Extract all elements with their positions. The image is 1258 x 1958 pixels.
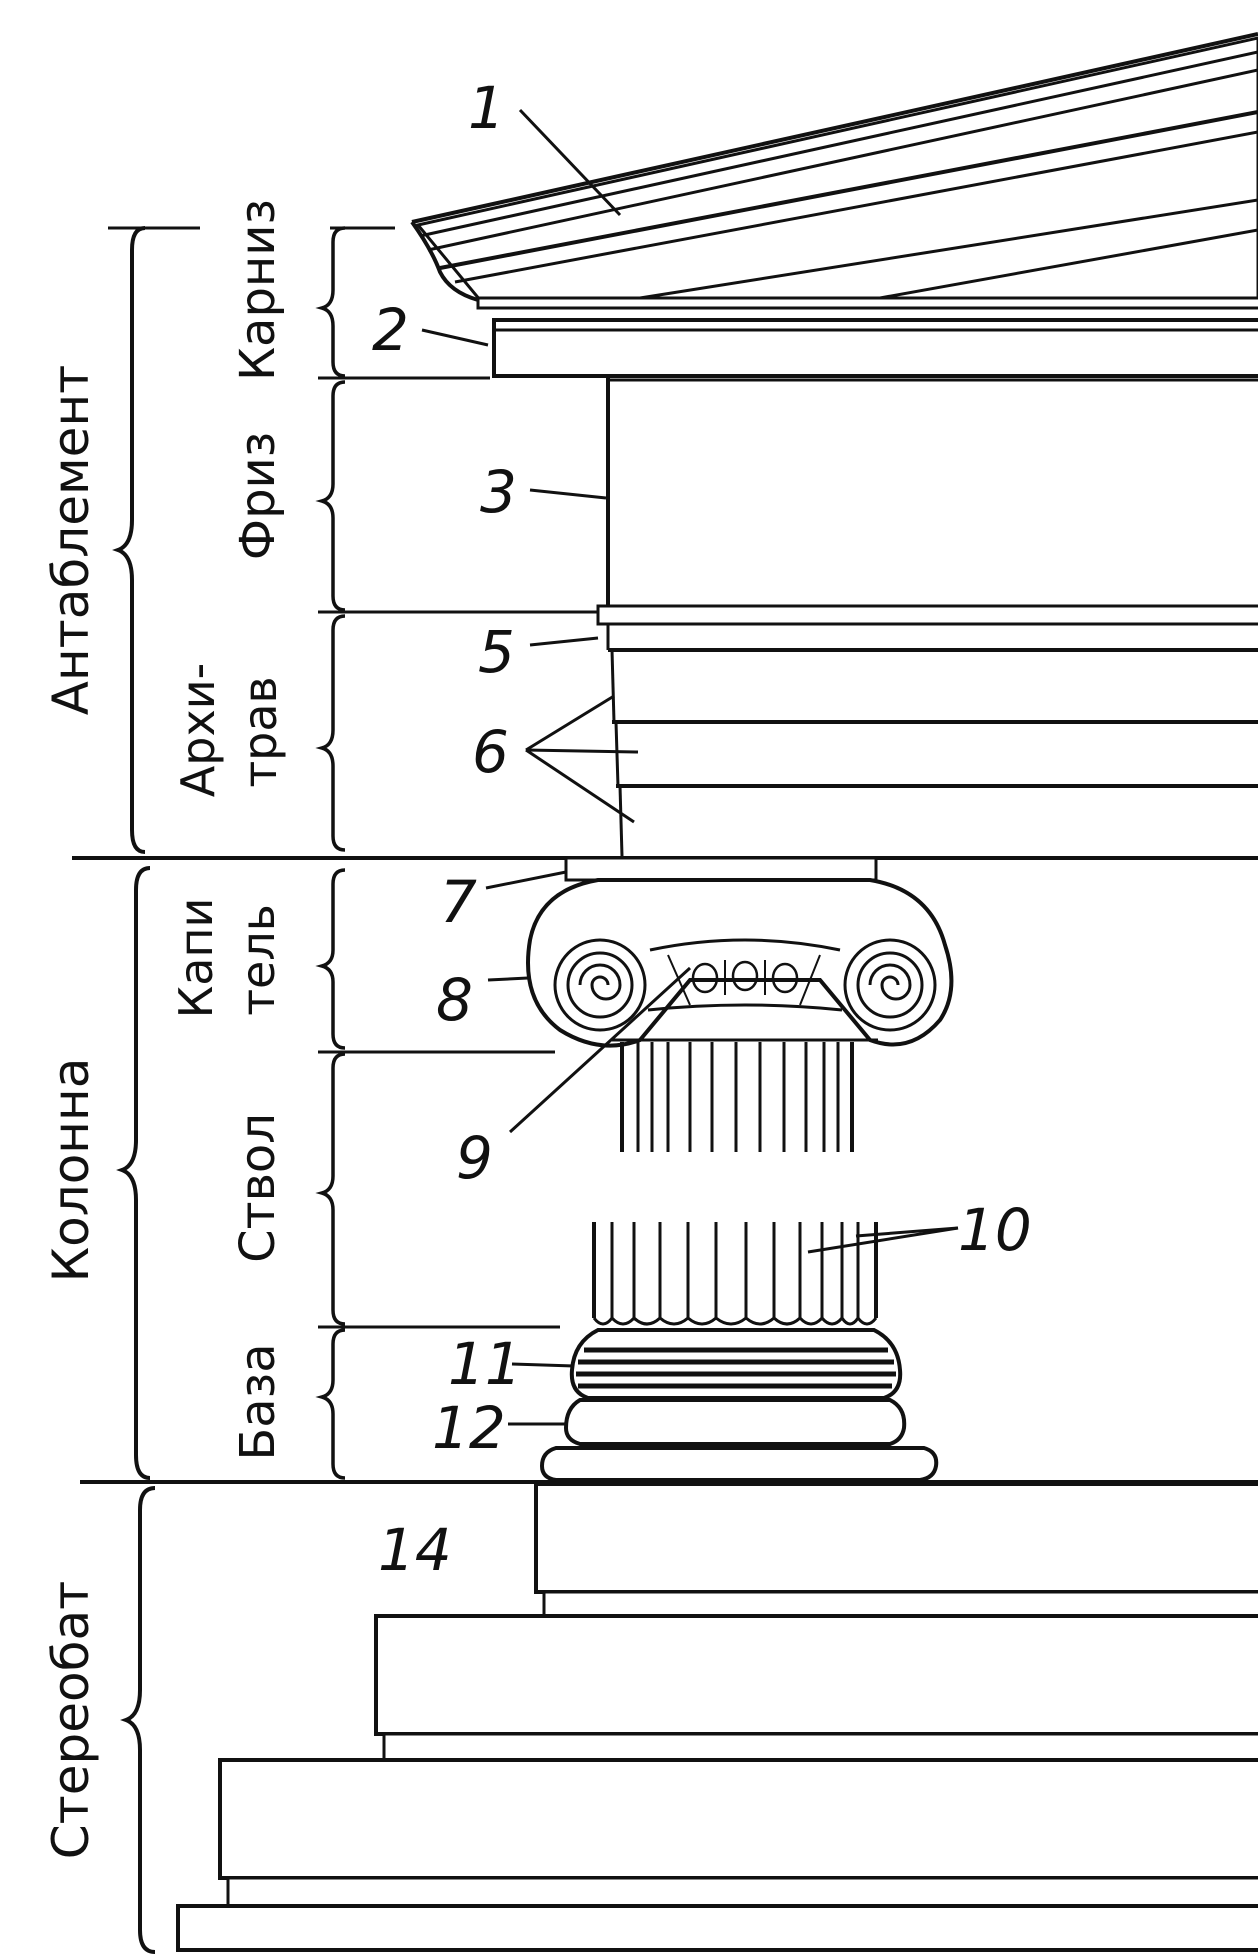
label-column: Колонна (42, 1058, 100, 1283)
label-shaft: Ствол (230, 1113, 286, 1263)
brace-shaft (315, 1052, 346, 1326)
callout-8: 8 (436, 966, 529, 1034)
label-frieze: Фриз (230, 432, 286, 561)
svg-text:8: 8 (436, 966, 473, 1034)
ionic-capital (526, 856, 954, 1048)
svg-text:12: 12 (432, 1394, 506, 1462)
cornice-block (476, 296, 1258, 378)
callout-14: 14 (378, 1516, 452, 1584)
svg-text:6: 6 (472, 718, 509, 786)
brace-stereobate (120, 1486, 156, 1954)
callout-1: 1 (468, 74, 622, 217)
label-architrave-1: Архи- (171, 663, 225, 797)
svg-text:1: 1 (468, 74, 505, 142)
brace-entablature (112, 226, 146, 854)
pediment (410, 32, 1258, 302)
label-entablature: Антаблемент (42, 365, 100, 716)
label-capital-2: тель (231, 904, 285, 1016)
svg-text:2: 2 (372, 296, 409, 364)
callout-2: 2 (372, 296, 489, 364)
callout-3: 3 (480, 458, 607, 526)
brace-frieze (315, 380, 346, 612)
label-base: База (230, 1343, 286, 1460)
svg-text:14: 14 (378, 1516, 452, 1584)
brace-architrave (315, 614, 346, 852)
label-architrave-2: трав (233, 676, 287, 787)
label-capital-1: Капи (169, 898, 223, 1019)
callout-7: 7 (440, 868, 567, 936)
svg-text:10: 10 (958, 1196, 1032, 1264)
frieze-block (606, 378, 1258, 606)
brace-capital (315, 868, 346, 1050)
label-stereobate: Стереобат (42, 1581, 100, 1860)
column-base (539, 1328, 939, 1482)
shaft-lower-flutes (592, 1222, 878, 1326)
svg-text:5: 5 (478, 618, 515, 686)
shaft-upper-flutes (620, 1042, 854, 1152)
brace-base (315, 1328, 346, 1480)
callout-6: 6 (472, 694, 639, 824)
svg-text:7: 7 (440, 868, 477, 936)
brace-cornice (315, 226, 346, 378)
callout-12: 12 (432, 1394, 566, 1462)
svg-text:3: 3 (480, 458, 517, 526)
svg-text:9: 9 (456, 1124, 493, 1192)
callout-9: 9 (456, 966, 692, 1192)
callout-10: 10 (807, 1196, 1032, 1264)
callout-11: 11 (448, 1330, 575, 1398)
architrave-block (596, 604, 1258, 857)
stereobate-steps (176, 1482, 1258, 1952)
svg-text:11: 11 (448, 1330, 522, 1398)
label-cornice: Карниз (230, 199, 286, 381)
callout-5: 5 (478, 618, 599, 686)
brace-column (116, 866, 151, 1480)
